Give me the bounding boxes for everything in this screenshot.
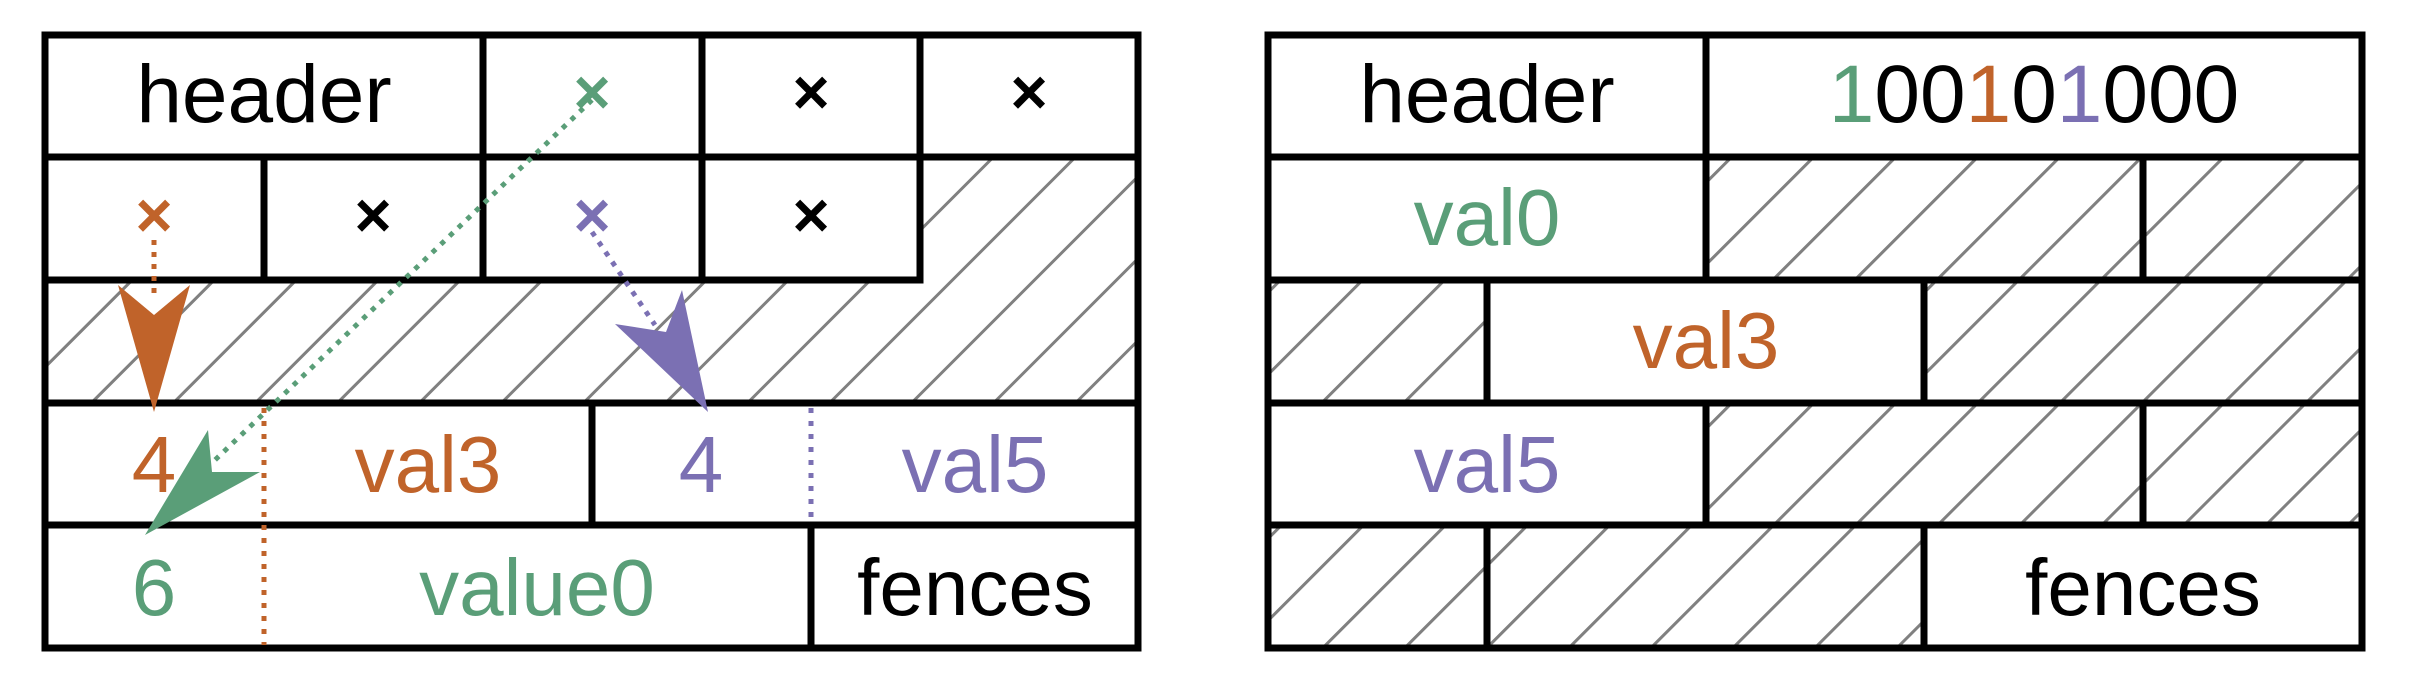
- right-val3-label: val3: [1633, 296, 1780, 385]
- bitmap-bit: 0: [2194, 49, 2240, 140]
- cross-mark: ×: [354, 179, 391, 251]
- left-val3-label: val3: [355, 420, 502, 509]
- bitmap-label: 100101000: [1829, 49, 2239, 140]
- bitmap-bit: 1: [2057, 49, 2103, 140]
- bitmap-bit: 1: [1966, 49, 2012, 140]
- right-panel: header 100101000 val0 val3 val5 fences: [1264, 31, 2366, 652]
- right-hatch-r2: [1706, 157, 2362, 280]
- right-fences-label: fences: [2025, 543, 2261, 632]
- right-hatch-r3-right: [1924, 280, 2362, 403]
- right-hatch-r3-left: [1268, 280, 1487, 403]
- bitmap-bit: 0: [1920, 49, 1966, 140]
- left-fences-label: fences: [857, 543, 1093, 632]
- cross-mark: ×: [792, 179, 829, 251]
- cross-mark: ×: [1010, 56, 1047, 128]
- purple-pointer-arrow: [589, 230, 708, 412]
- orange-cross-mark: ×: [135, 179, 172, 251]
- right-val5-label: val5: [1414, 420, 1561, 509]
- bitmap-bit: 0: [2102, 49, 2148, 140]
- left-outer-border: [41, 31, 1142, 652]
- green-cross-mark: ×: [573, 56, 610, 128]
- val5-length-label: 4: [679, 420, 724, 509]
- orange-pointer-arrow: [118, 240, 190, 412]
- left-r2-cell-3: [698, 153, 924, 284]
- purple-cross-mark: ×: [573, 179, 610, 251]
- val3-length-label: 4: [132, 420, 177, 509]
- bitmap-bit: 0: [1874, 49, 1920, 140]
- bitmap-bit: 0: [2011, 49, 2057, 140]
- right-header-label: header: [1359, 49, 1614, 140]
- left-header-label: header: [136, 49, 391, 140]
- value0-length-label: 6: [132, 543, 177, 632]
- left-val5-label: val5: [902, 420, 1049, 509]
- right-hatch-r5: [1268, 525, 1924, 648]
- cross-mark: ×: [792, 56, 829, 128]
- green-pointer-arrow: [145, 98, 594, 535]
- left-panel: header 4 val3 4 val5 6 value0 fences × ×…: [41, 31, 1142, 652]
- bitmap-bit: 1: [1829, 49, 1875, 140]
- right-outer-border: [1264, 31, 2366, 652]
- right-hatch-r4: [1706, 403, 2362, 525]
- bitmap-bit: 0: [2148, 49, 2194, 140]
- left-value0-label: value0: [419, 543, 655, 632]
- right-val0-label: val0: [1414, 173, 1561, 262]
